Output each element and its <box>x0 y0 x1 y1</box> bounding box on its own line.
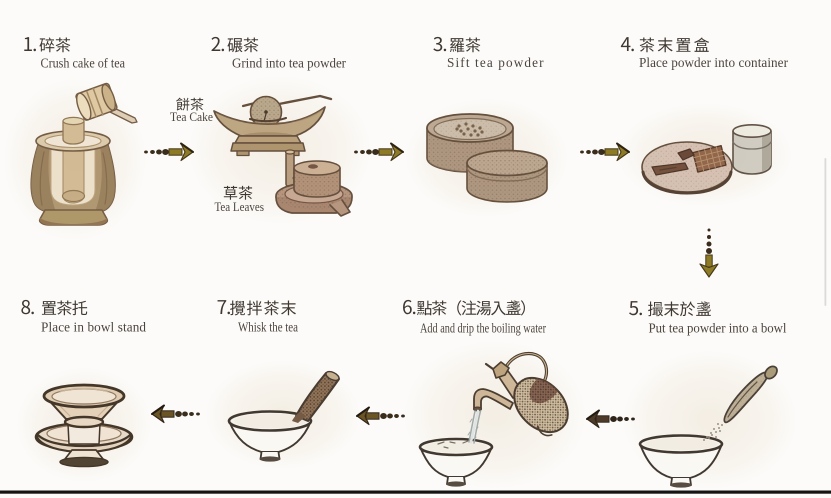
svg-text:Whisk the tea: Whisk the tea <box>238 320 298 335</box>
svg-text:Crush cake of tea: Crush cake of tea <box>41 56 126 71</box>
svg-text:Sift tea powder: Sift tea powder <box>447 55 544 70</box>
svg-text:Place in bowl stand: Place in bowl stand <box>41 320 146 335</box>
svg-text:Place powder into container: Place powder into container <box>639 55 789 70</box>
svg-text:Tea Leaves: Tea Leaves <box>215 200 265 214</box>
svg-text:Put tea powder into a bowl: Put tea powder into a bowl <box>649 321 787 336</box>
svg-text:Add and drip the boiling water: Add and drip the boiling water <box>420 321 546 336</box>
svg-text:Grind into tea powder: Grind into tea powder <box>232 56 347 71</box>
svg-text:Tea Cake: Tea Cake <box>170 110 213 124</box>
